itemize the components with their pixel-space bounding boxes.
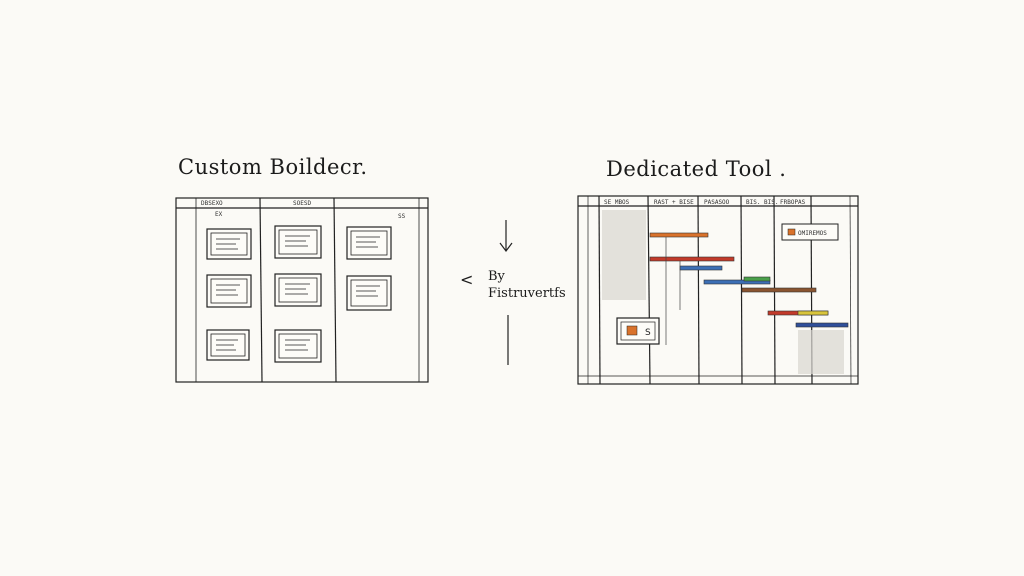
gantt-bar <box>703 279 771 285</box>
board-header-texts: DBSEXO SOESD EX SS <box>201 200 406 220</box>
callout-label: S <box>645 328 651 338</box>
callout-swatch <box>626 325 638 336</box>
board-card <box>274 225 322 259</box>
board-card <box>206 228 252 260</box>
board-column-header: SOESD <box>293 200 311 207</box>
custom-builder-title: Custom Boildecr. <box>178 155 368 179</box>
gantt-header-texts: SE MBOS RAST + BISE PASASOO BIS. BIS. FR… <box>604 199 806 206</box>
gantt-bar <box>741 287 817 293</box>
board-column-divider <box>259 197 263 383</box>
gantt-column-header: SE MBOS <box>604 199 630 206</box>
gantt-bar <box>795 322 849 328</box>
left-arrow-icon: < <box>460 270 474 289</box>
board-column-divider <box>333 197 337 383</box>
board-card <box>346 275 392 311</box>
board-cards <box>206 225 392 363</box>
legend-swatch <box>787 228 796 236</box>
board-corner-mark: EX <box>215 211 223 218</box>
gantt-callout-box: S <box>616 317 660 345</box>
gantt-bar <box>797 310 829 316</box>
board-corner-mark: SS <box>398 213 406 220</box>
board-card <box>346 226 392 260</box>
gantt-column-header: RAST + BISE <box>654 199 694 206</box>
gantt-legend-box: OMIREMOS <box>781 223 839 241</box>
gantt-column-header: FRBOPAS <box>780 199 806 206</box>
legend-label: OMIREMOS <box>798 230 827 237</box>
gantt-column-header: PASASOO <box>704 199 730 206</box>
dedicated-tool-title: Dedicated Tool . <box>606 157 787 181</box>
gantt-column-header: BIS. BIS. <box>746 199 779 206</box>
board-column-header: DBSEXO <box>201 200 223 207</box>
gantt-bar <box>679 265 723 271</box>
board-card <box>274 273 322 307</box>
board-card <box>274 329 322 363</box>
gantt-bars <box>649 232 849 328</box>
gantt-bar <box>743 276 771 282</box>
gantt-bar <box>649 232 709 238</box>
board-card <box>206 274 252 308</box>
down-arrow-icon <box>499 242 513 252</box>
gantt-shading <box>602 210 844 374</box>
middle-label-line2: Fistruvertfs <box>488 286 566 301</box>
board-frame <box>175 197 429 383</box>
board-card <box>206 329 250 361</box>
middle-label-line1: By <box>488 269 505 284</box>
custom-builder-board <box>175 197 429 383</box>
middle-arrows <box>499 220 513 365</box>
gantt-bar <box>649 256 735 262</box>
gantt-connectors <box>665 237 681 345</box>
